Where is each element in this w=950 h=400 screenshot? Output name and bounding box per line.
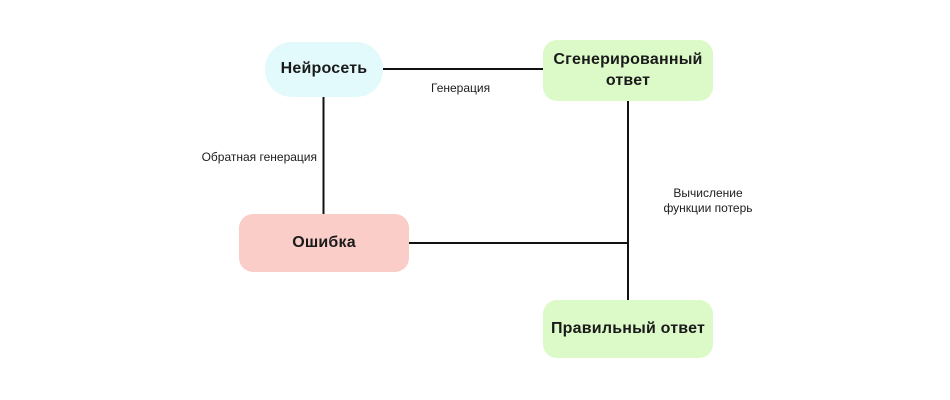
node-generated-answer-label: Сгенерированный ответ xyxy=(553,50,703,89)
node-correct-answer-label: Правильный ответ xyxy=(550,319,705,337)
node-generated-answer: Сгенерированный ответ xyxy=(543,40,713,101)
edge-label-generation: Генерация xyxy=(431,81,491,95)
node-correct-answer: Правильный ответ xyxy=(543,300,713,358)
node-neural-network: Нейросеть xyxy=(265,42,383,97)
edge-label-back-generation: Обратная генерация xyxy=(201,150,317,164)
node-neural-network-label: Нейросеть xyxy=(280,60,368,78)
node-error-label: Ошибка xyxy=(292,233,356,251)
edge-label-loss-function: Вычисление функции потерь xyxy=(663,186,753,215)
node-error: Ошибка xyxy=(239,214,409,272)
